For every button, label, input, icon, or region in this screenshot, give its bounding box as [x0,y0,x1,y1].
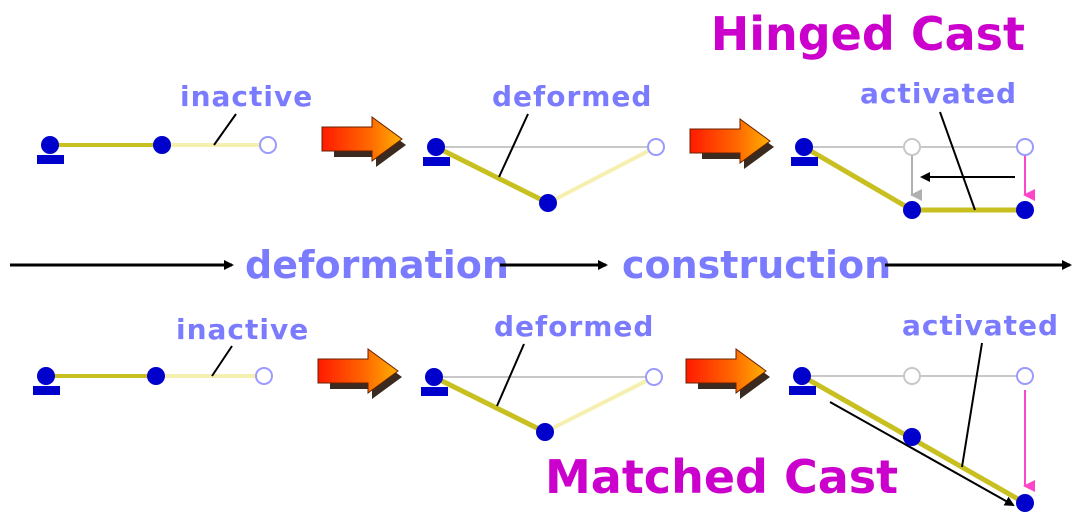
top-inactive-label: inactive [180,80,313,113]
label-leader [496,343,525,407]
label-leader [498,113,529,178]
top-stage-2: deformed [423,80,665,212]
hollow-node [903,138,921,156]
bottom-stage-1: inactive [33,313,309,395]
inactive-element [547,145,657,205]
bottom-inactive-label: inactive [176,313,309,346]
top-deformed-label: deformed [492,80,652,113]
node [1016,494,1034,512]
inactive-element [544,375,655,434]
hollow-node [255,367,273,385]
hollow-node [647,138,665,156]
hinged-cast-title: Hinged Cast [711,7,1025,61]
fixed-support-icon [791,138,818,166]
node [153,136,171,154]
label-leader [213,113,237,146]
node [903,428,921,446]
top-activated-label: activated [860,77,1017,110]
matched-cast-title: Matched Cast [545,450,898,504]
hollow-node [903,367,921,385]
3d-arrow-icon [317,348,402,399]
fixed-support-icon [789,367,816,395]
label-leader [211,345,233,377]
rotation-arrow [829,401,1015,506]
bottom-stage-3: activated [789,309,1059,512]
fixed-support-icon [421,368,448,396]
hollow-node [1016,138,1034,156]
node [539,194,557,212]
3d-arrow-icon [685,348,770,399]
fixed-support-icon [37,136,64,164]
node [147,367,165,385]
construction-label: construction [622,243,891,287]
node [903,201,921,219]
fixed-support-icon [33,367,60,395]
active-element [434,144,550,206]
hollow-node [645,368,663,386]
node [1016,201,1034,219]
3d-arrow-icon [689,118,774,169]
active-element [802,144,914,213]
label-leader [939,111,976,211]
bottom-activated-label: activated [902,309,1059,342]
label-leader [961,342,983,468]
active-element [432,374,547,435]
bottom-deformed-label: deformed [494,310,654,343]
bottom-stage-2: deformed [421,310,663,441]
timeline: deformation construction [10,243,1072,287]
hollow-node [259,136,277,154]
hollow-node [1016,367,1034,385]
3d-arrow-icon [321,116,406,167]
deformation-label: deformation [245,243,509,287]
top-stage-1: inactive [37,80,313,164]
top-stage-3: activated [791,77,1035,219]
node [536,423,554,441]
fixed-support-icon [423,138,450,166]
